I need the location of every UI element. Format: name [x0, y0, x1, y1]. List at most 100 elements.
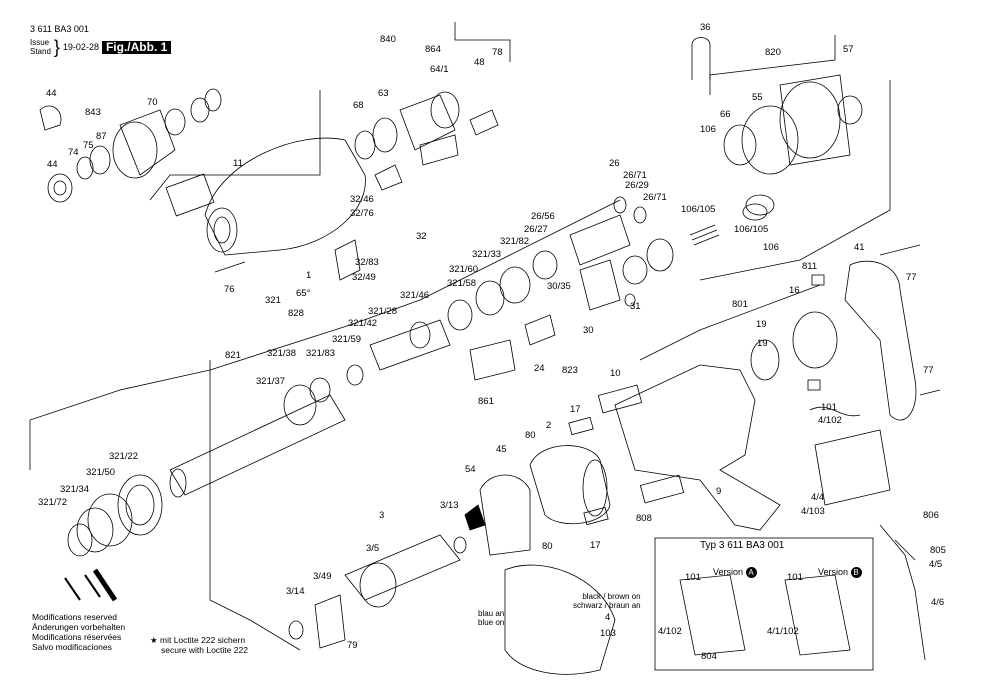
- part-label: 80: [525, 430, 536, 441]
- part-label: 804: [701, 651, 717, 662]
- part-label: 4/1/102: [767, 626, 799, 637]
- part-label: 80: [542, 541, 553, 552]
- part-label: 801: [732, 299, 748, 310]
- part-label: 321/46: [400, 290, 429, 301]
- part-label: 79: [347, 640, 358, 651]
- part-label: 805: [930, 545, 946, 556]
- part-label: 63: [378, 88, 389, 99]
- part-label: 808: [636, 513, 652, 524]
- part-label: 321/72: [38, 497, 67, 508]
- star-icon: ★: [150, 635, 158, 645]
- part-label: 3/49: [313, 571, 332, 582]
- part-label: 26: [609, 158, 620, 169]
- part-label: 10: [610, 368, 621, 379]
- part-label: 77: [923, 365, 934, 376]
- part-label: 321/59: [332, 334, 361, 345]
- part-label: 823: [562, 365, 578, 376]
- part-label: 101: [787, 572, 803, 583]
- part-label: 36: [700, 22, 711, 33]
- part-label: 843: [85, 107, 101, 118]
- part-label: 44: [47, 159, 58, 170]
- part-label: 3/14: [286, 586, 305, 597]
- part-label: 821: [225, 350, 241, 361]
- version-a-badge: A: [745, 567, 757, 578]
- part-label: 26/71: [623, 170, 647, 181]
- part-label: 30/35: [547, 281, 571, 292]
- part-label: 1: [306, 270, 311, 281]
- part-label: 106: [700, 124, 716, 135]
- part-label: 840: [380, 34, 396, 45]
- part-label: 48: [474, 57, 485, 68]
- part-label: 16: [789, 285, 800, 296]
- part-label: 321: [265, 295, 281, 306]
- part-label: 3/13: [440, 500, 459, 511]
- part-label: 321/82: [500, 236, 529, 247]
- part-label: 106: [763, 242, 779, 253]
- part-label: 26/29: [625, 180, 649, 191]
- part-label: 76: [224, 284, 235, 295]
- part-label: 26/27: [524, 224, 548, 235]
- part-label: 11: [233, 158, 243, 169]
- part-label: 321/50: [86, 467, 115, 478]
- part-label: 4/102: [658, 626, 682, 637]
- part-label: 321/58: [447, 278, 476, 289]
- part-label: 17: [570, 404, 581, 415]
- part-label: 57: [843, 44, 854, 55]
- part-label: 106/105: [734, 224, 768, 235]
- part-label: 806: [923, 510, 939, 521]
- part-label: 19: [757, 338, 768, 349]
- part-label: 321/22: [109, 451, 138, 462]
- version-b-badge: B: [850, 567, 862, 578]
- part-label: 77: [906, 272, 917, 283]
- part-label: 64/1: [430, 64, 449, 75]
- part-label: 32/46: [350, 194, 374, 205]
- part-label: 54: [465, 464, 476, 475]
- part-label: 321/28: [368, 306, 397, 317]
- part-label: 4/102: [818, 415, 842, 426]
- part-label: 30: [583, 325, 594, 336]
- part-label: 78: [492, 47, 503, 58]
- part-label: 32/83: [355, 257, 379, 268]
- part-label: 4/6: [931, 597, 944, 608]
- part-label: 75: [83, 140, 94, 151]
- part-label: 65°: [296, 288, 311, 299]
- part-label: 24: [534, 363, 545, 374]
- part-label: 68: [353, 100, 364, 111]
- part-label: 321/42: [348, 318, 377, 329]
- version-a-label: Version A: [713, 567, 757, 578]
- part-label: 2: [546, 420, 551, 431]
- part-label: 864: [425, 44, 441, 55]
- part-label: 321/83: [306, 348, 335, 359]
- issue-label: Issue Stand: [30, 38, 51, 56]
- part-label: 101: [821, 402, 837, 413]
- part-label: 3: [379, 510, 384, 521]
- part-label: 32: [416, 231, 427, 242]
- drawing-code: 3 611 BA3 001: [30, 24, 89, 34]
- modifications-note: Modifications reserved Änderungen vorbeh…: [32, 612, 126, 652]
- part-label: 4/5: [929, 559, 942, 570]
- part-label: 45: [496, 444, 507, 455]
- part-label: 321/37: [256, 376, 285, 387]
- inset-title: Typ 3 611 BA3 001: [700, 540, 785, 551]
- wiring-note-blue: blau an blue on: [478, 609, 505, 627]
- part-label: 26/71: [643, 192, 667, 203]
- figure-label: Fig./Abb. 1: [101, 40, 172, 54]
- issue-date: 19-02-28: [62, 41, 99, 52]
- part-label: 87: [96, 131, 107, 142]
- part-label: 26/56: [531, 211, 555, 222]
- part-label: 321/33: [472, 249, 501, 260]
- part-label: 4/103: [801, 506, 825, 517]
- part-label: 3/5: [366, 543, 379, 554]
- part-label: 44: [46, 88, 57, 99]
- loctite-note: ★ mit Loctite 222 sichern secure with Lo…: [150, 635, 248, 655]
- part-label: 811: [802, 261, 817, 272]
- version-b-label: Version B: [818, 567, 862, 578]
- part-label: 19: [756, 319, 767, 330]
- part-label: 861: [478, 396, 494, 407]
- part-label: 32/76: [350, 208, 374, 219]
- part-label: 55: [752, 92, 763, 103]
- part-label: 17: [590, 540, 601, 551]
- part-label: 828: [288, 308, 304, 319]
